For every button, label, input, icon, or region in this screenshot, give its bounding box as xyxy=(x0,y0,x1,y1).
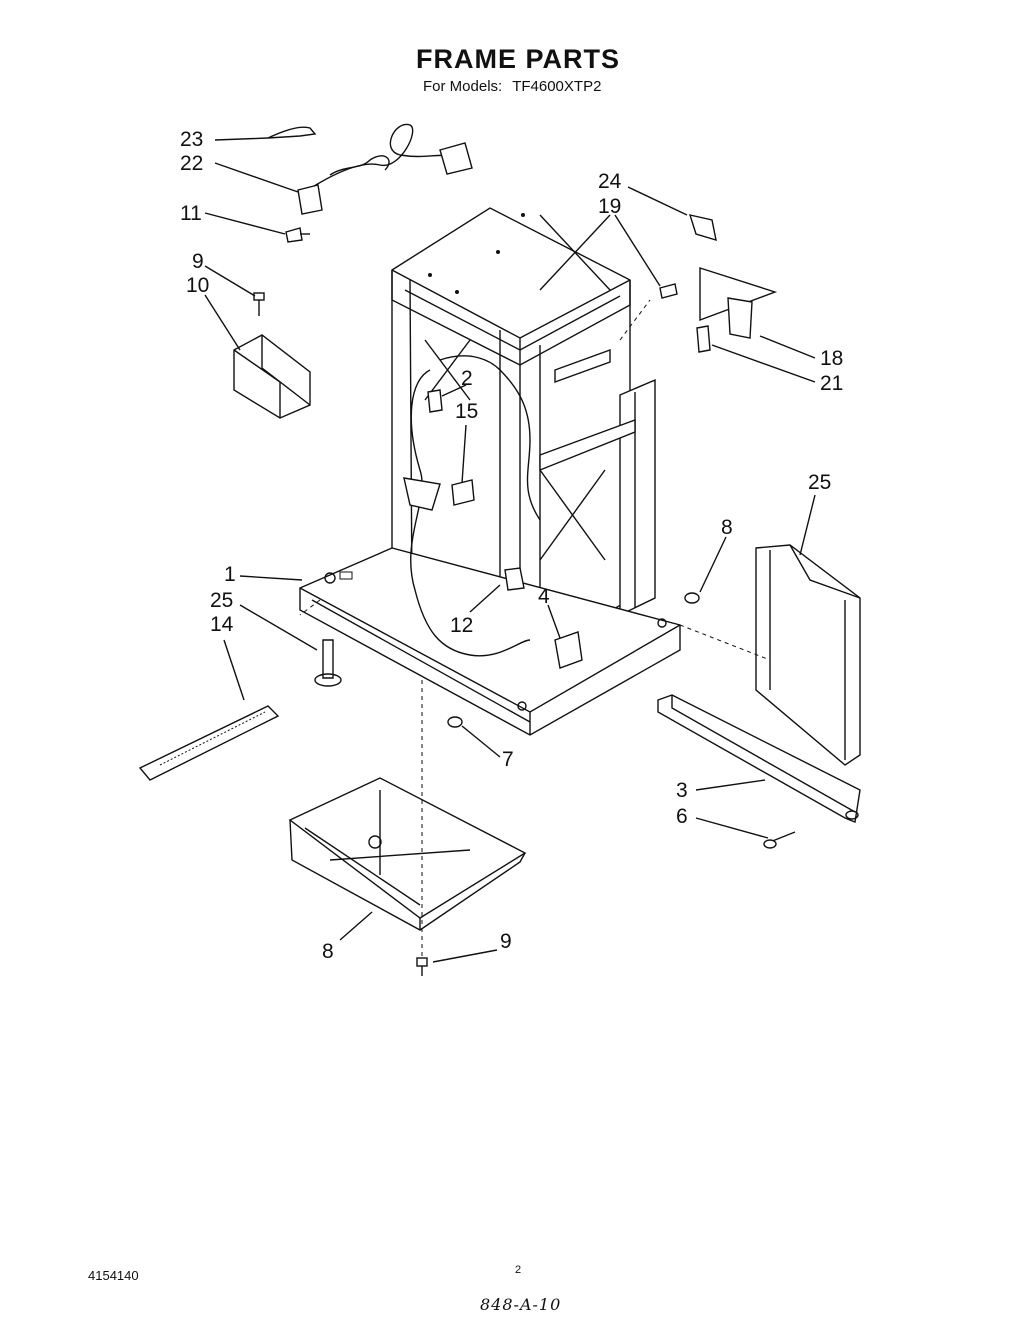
leveling-leg-25 xyxy=(314,639,342,687)
rail-part xyxy=(657,694,861,823)
strain-relief xyxy=(267,126,317,139)
harness-clip xyxy=(403,477,441,511)
callout-5: 7 xyxy=(502,748,514,771)
callout-6: 6 xyxy=(676,805,688,828)
power-cord xyxy=(297,123,473,215)
document-number: 4154140 xyxy=(88,1268,139,1283)
gasket-strip xyxy=(138,705,280,781)
screw-6 xyxy=(763,831,796,849)
side-panel xyxy=(755,544,861,766)
hardware-screw-11 xyxy=(285,227,310,243)
callout-11: 11 xyxy=(180,202,202,225)
bottom-pan xyxy=(288,777,527,931)
sensor-2 xyxy=(427,389,443,413)
wire-harness xyxy=(410,355,541,657)
switch-4 xyxy=(554,631,583,669)
leader-lines xyxy=(204,137,816,963)
callout-19: 19 xyxy=(598,195,621,218)
switch-15 xyxy=(451,479,475,506)
callout-20: 21 xyxy=(820,372,843,395)
callout-1: 1 xyxy=(224,563,236,586)
callout-7: 8 xyxy=(721,516,733,539)
handwritten-note: 848-A-10 xyxy=(480,1295,562,1314)
switch-18 xyxy=(699,267,778,339)
cover-bracket xyxy=(233,334,311,419)
callout-10: 10 xyxy=(186,274,209,297)
diagram-title: FRAME PARTS xyxy=(416,44,620,74)
callout-4: 4 xyxy=(538,585,550,608)
bracket-20 xyxy=(696,325,711,353)
models-line: For Models: TF4600XTP2 xyxy=(423,78,611,95)
callout-labels: 23 22 11 9 10 1 25 14 2 15 12 4 7 8 24 1… xyxy=(180,128,843,963)
callout-9-top: 9 xyxy=(192,250,204,273)
callout-23: 24 xyxy=(598,170,622,193)
pin-19 xyxy=(659,283,678,299)
callout-15: 15 xyxy=(455,400,478,423)
hardware-screw-9-top xyxy=(253,292,265,316)
hardware-screw-9-bottom xyxy=(416,957,428,976)
callout-12: 12 xyxy=(450,614,473,637)
callout-18: 18 xyxy=(820,347,843,370)
callout-14: 14 xyxy=(210,613,234,636)
callout-2: 2 xyxy=(461,367,473,390)
callout-22: 23 xyxy=(180,128,203,151)
model-number: TF4600XTP2 xyxy=(512,78,602,95)
models-label: For Models: xyxy=(423,78,503,95)
nut-7 xyxy=(684,592,700,604)
callout-25: 25 xyxy=(210,589,233,612)
callout-8: 8 xyxy=(322,940,334,963)
clip-23 xyxy=(688,214,717,242)
nut-5 xyxy=(447,716,463,728)
frame-tower xyxy=(391,207,656,661)
callout-24: 25 xyxy=(808,471,831,494)
callout-9-bottom: 9 xyxy=(500,930,512,953)
callout-21: 22 xyxy=(180,152,203,175)
callout-3: 3 xyxy=(676,779,688,802)
base-frame xyxy=(299,547,681,736)
page-number: 2 xyxy=(515,1264,522,1276)
clip-12 xyxy=(504,567,525,591)
